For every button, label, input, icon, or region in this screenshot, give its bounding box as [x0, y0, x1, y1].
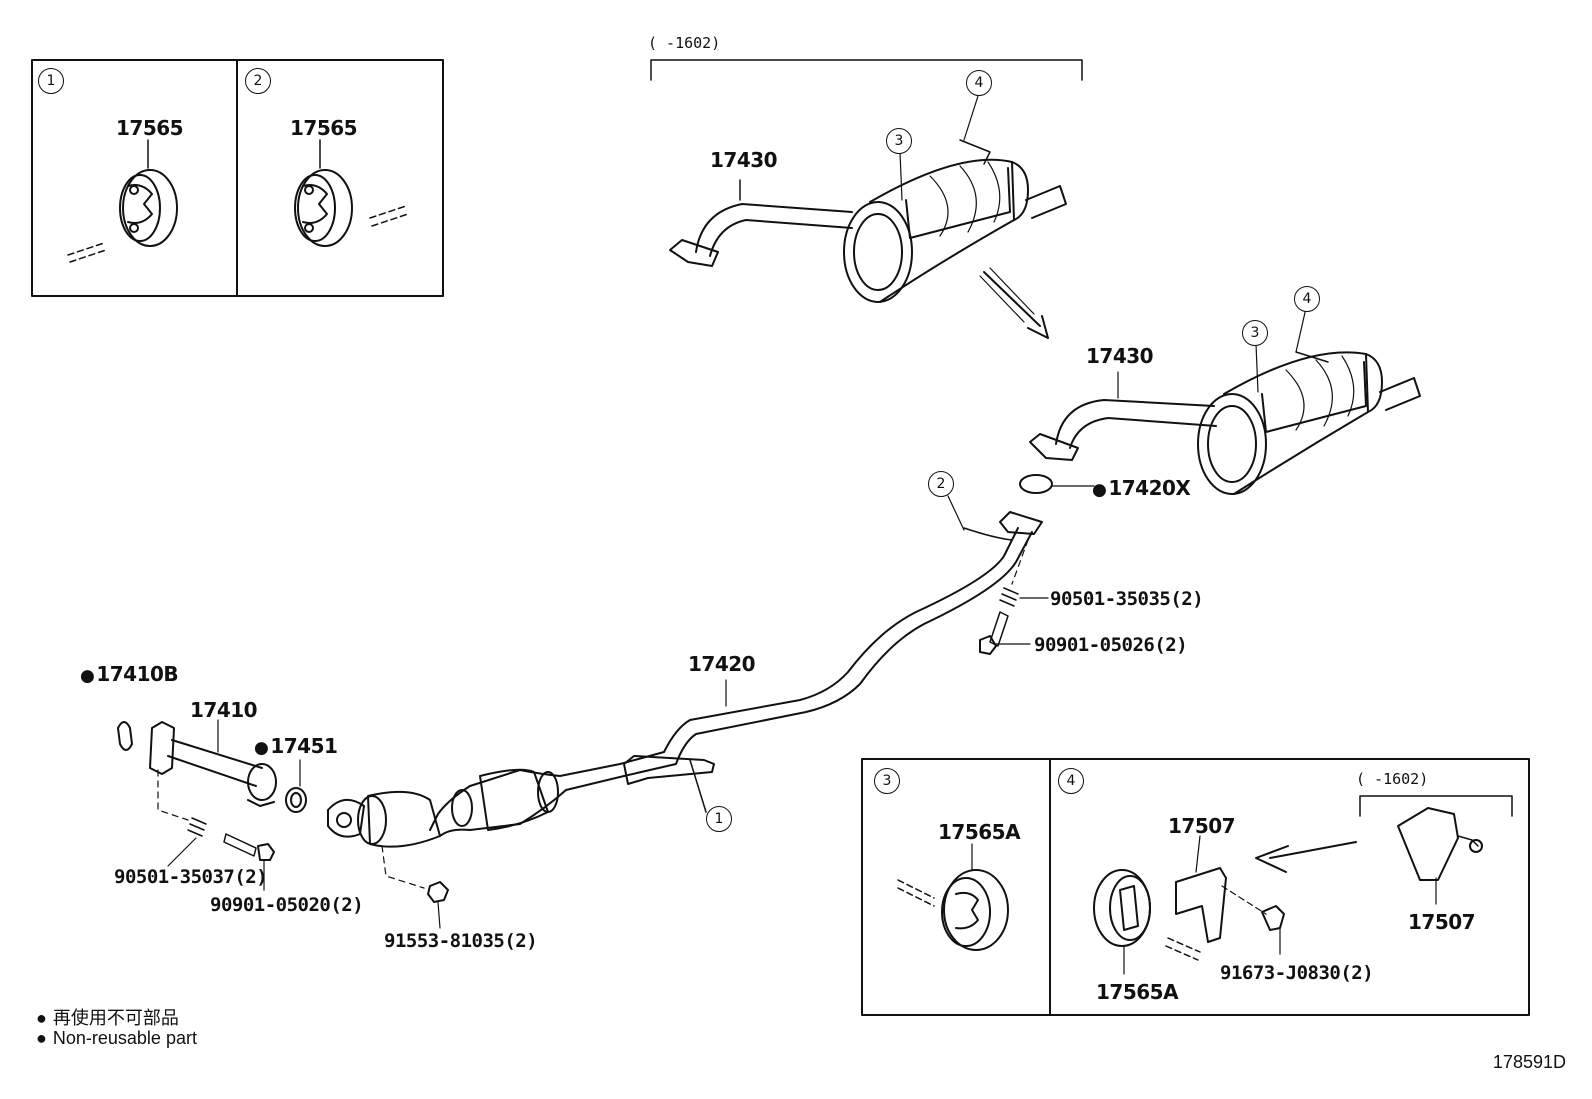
part-label-90901-05026: 90901-05026(2)	[1034, 634, 1188, 656]
model-range-label: ( -1602)	[648, 34, 721, 52]
callout-3: 3	[886, 128, 912, 154]
part-label-17565: 17565	[290, 116, 358, 140]
part-label-17451: 17451	[254, 734, 338, 758]
part-label-91553-81035: 91553-81035(2)	[384, 930, 538, 952]
model-range-label: ( -1602)	[1356, 770, 1429, 788]
part-label-17565a-inset4: 17565A	[1096, 980, 1179, 1004]
callout-4: 4	[966, 70, 992, 96]
legend-non-reusable-en: Non-reusable part	[36, 1028, 197, 1049]
callout-1: 1	[706, 806, 732, 832]
part-label-17410: 17410	[190, 698, 258, 722]
part-label-17430-lower: 17430	[1086, 344, 1154, 368]
callout-4-inset: 4	[1058, 768, 1084, 794]
bracket-assembly-icon	[1093, 807, 1483, 975]
part-label-91673-j0830: 91673-J0830(2)	[1220, 962, 1374, 984]
rubber-insulator-icon	[294, 139, 409, 247]
diagram-code: 178591D	[1492, 1052, 1566, 1072]
range-bracket	[650, 59, 1083, 81]
tailpipe-muffler-lower-icon	[1029, 307, 1421, 495]
part-label-17420: 17420	[688, 652, 756, 676]
inset-box-3-4	[861, 758, 1530, 1016]
part-label-17507: 17507	[1168, 814, 1236, 838]
rubber-insulator-icon	[897, 843, 1009, 951]
direction-arrow-icon	[979, 267, 1035, 323]
center-pipe-icon	[327, 495, 1043, 889]
callout-3: 3	[1242, 320, 1268, 346]
callout-2: 2	[928, 471, 954, 497]
rubber-insulator-icon	[67, 139, 178, 263]
part-label-17507-old: 17507	[1408, 910, 1476, 934]
part-label-17420x: 17420X	[1092, 476, 1191, 500]
callout-2-inset: 2	[245, 68, 271, 94]
callout-4: 4	[1294, 286, 1320, 312]
tailpipe-muffler-upper-icon	[669, 95, 1067, 303]
gasket-icon	[1019, 474, 1053, 494]
part-label-90901-05020: 90901-05020(2)	[210, 894, 364, 916]
callout-1-inset: 1	[38, 68, 64, 94]
part-label-17565a-inset3: 17565A	[938, 820, 1021, 844]
part-label-17410b: 17410B	[80, 662, 178, 686]
part-label-17430-upper: 17430	[710, 148, 778, 172]
part-label-90501-35037: 90501-35037(2)	[114, 866, 268, 888]
inset-box-1-2	[31, 59, 444, 297]
spring-bolt-icon	[979, 539, 1049, 655]
bolt-icon	[427, 881, 449, 929]
direction-arrow-icon	[983, 271, 1049, 339]
legend-non-reusable-jp: 再使用不可部品	[36, 1004, 179, 1030]
part-label-17565: 17565	[116, 116, 184, 140]
part-label-90501-35035: 90501-35035(2)	[1050, 588, 1204, 610]
front-pipe-icon	[117, 719, 307, 891]
callout-3-inset: 3	[874, 768, 900, 794]
range-bracket	[1359, 795, 1513, 817]
